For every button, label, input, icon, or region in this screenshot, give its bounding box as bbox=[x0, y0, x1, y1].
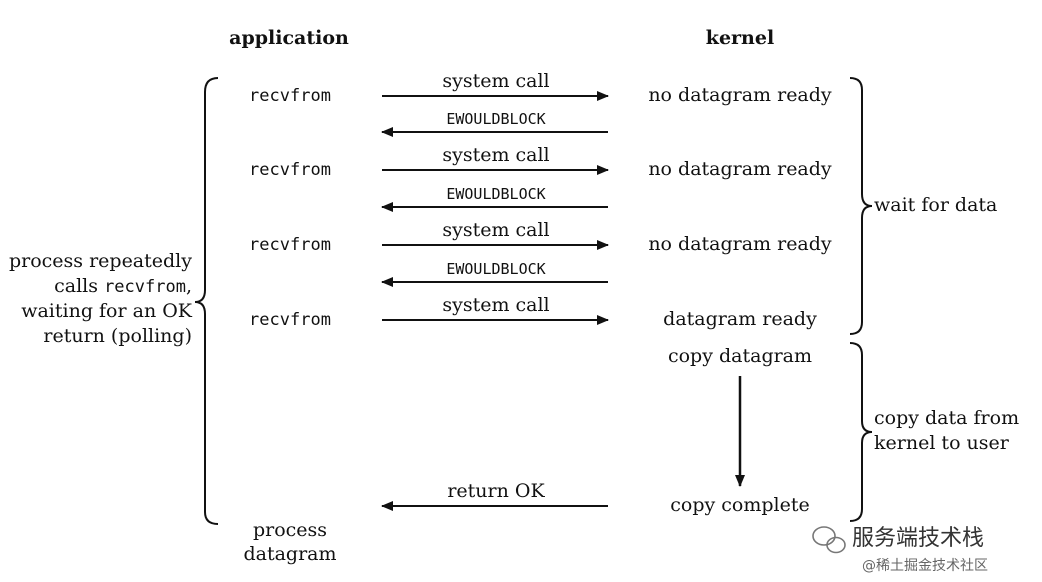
process-datagram-line2: datagram bbox=[243, 543, 336, 565]
recvfrom-call-2: recvfrom bbox=[249, 160, 331, 180]
copy-complete-label: copy complete bbox=[670, 494, 809, 516]
polling-brace bbox=[194, 77, 219, 525]
left-note-line3: waiting for an OK bbox=[21, 300, 193, 322]
recvfrom-call-4: recvfrom bbox=[249, 310, 331, 330]
kernel-state-4: datagram ready bbox=[663, 308, 817, 330]
watermark-site-name: @稀土掘金技术社区 bbox=[862, 558, 988, 574]
wait-for-data-label: wait for data bbox=[874, 194, 997, 216]
kernel-state-1: no datagram ready bbox=[648, 84, 832, 106]
copy-phase-label-line1: copy data from bbox=[874, 407, 1019, 429]
recvfrom-call-1: recvfrom bbox=[249, 86, 331, 106]
application-header: application bbox=[229, 27, 349, 49]
return-ok-label: return OK bbox=[447, 480, 545, 502]
kernel-header: kernel bbox=[706, 27, 774, 49]
ewouldblock-label-1: EWOULDBLOCK bbox=[446, 110, 545, 128]
left-note-line1: process repeatedly bbox=[9, 250, 192, 272]
watermark-channel-name: 服务端技术栈 bbox=[852, 526, 984, 551]
wait-for-data-brace bbox=[849, 77, 873, 335]
kernel-state-3: no datagram ready bbox=[648, 233, 832, 255]
copy-datagram-label: copy datagram bbox=[668, 345, 812, 367]
ewouldblock-label-2: EWOULDBLOCK bbox=[446, 185, 545, 203]
process-datagram-line1: process bbox=[253, 519, 327, 541]
system-call-label-2: system call bbox=[442, 144, 549, 166]
left-note-line2: calls recvfrom, bbox=[54, 275, 192, 297]
copy-phase-label-line2: kernel to user bbox=[874, 432, 1010, 454]
system-call-label-3: system call bbox=[442, 219, 549, 241]
left-note-line4: return (polling) bbox=[43, 325, 192, 347]
wechat-icon bbox=[812, 526, 846, 554]
system-call-label-1: system call bbox=[442, 70, 549, 92]
copy-data-brace bbox=[849, 342, 873, 522]
ewouldblock-label-3: EWOULDBLOCK bbox=[446, 260, 545, 278]
system-call-label-4: system call bbox=[442, 294, 549, 316]
watermark: 服务端技术栈 @稀土掘金技术社区 bbox=[812, 526, 988, 574]
recvfrom-call-3: recvfrom bbox=[249, 235, 331, 255]
kernel-state-2: no datagram ready bbox=[648, 158, 832, 180]
